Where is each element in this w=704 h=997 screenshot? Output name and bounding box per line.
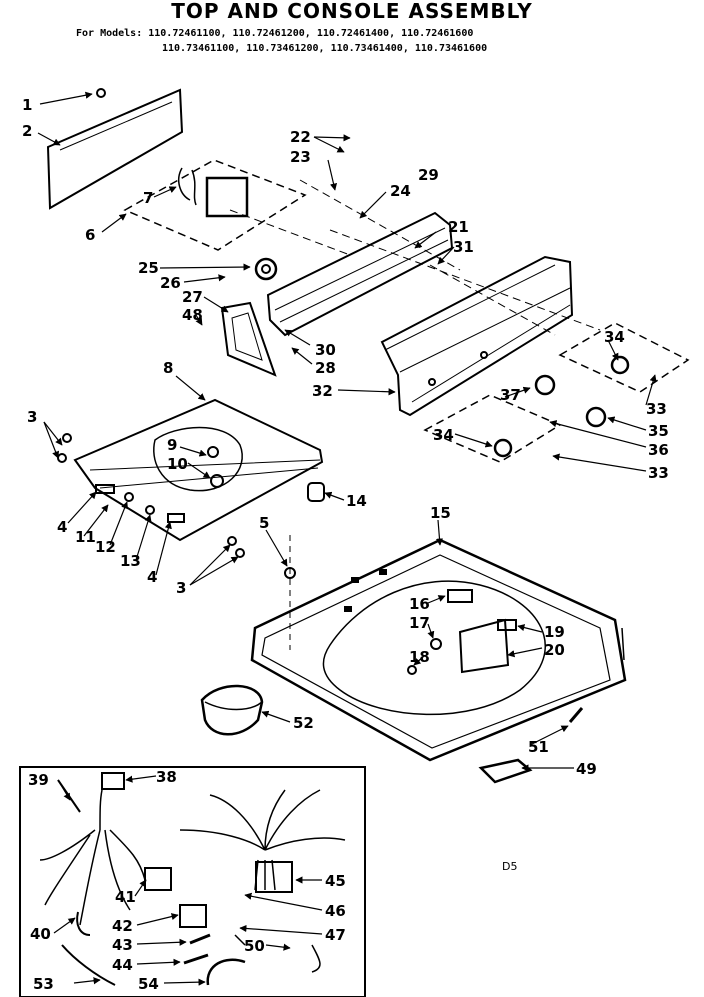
screw-part-51 — [568, 707, 584, 723]
label-34a: 34 — [604, 328, 625, 346]
label-3a: 3 — [27, 408, 37, 426]
label-20: 20 — [544, 641, 565, 659]
knob-dashed-box-upper — [558, 322, 690, 393]
label-50: 50 — [244, 937, 265, 955]
label-17: 17 — [409, 614, 430, 632]
knob-part-34-upper — [610, 355, 630, 375]
label-25: 25 — [138, 259, 159, 277]
label-3b: 3 — [176, 579, 186, 597]
label-43: 43 — [112, 936, 133, 954]
bracket-part-27 — [220, 301, 277, 377]
model-list-line-1: For Models: 110.72461100, 110.72461200, … — [76, 28, 474, 39]
part-41 — [144, 867, 172, 891]
label-30: 30 — [315, 341, 336, 359]
hinge-part-49 — [478, 758, 533, 784]
console-part-32 — [380, 255, 574, 417]
label-9: 9 — [167, 436, 177, 454]
console-back-panel — [46, 88, 184, 210]
label-36: 36 — [648, 441, 669, 459]
label-10: 10 — [167, 455, 188, 473]
console-frame — [266, 211, 454, 337]
screw-part-1 — [96, 88, 106, 98]
label-6: 6 — [85, 226, 95, 244]
label-14: 14 — [346, 492, 367, 510]
label-46: 46 — [325, 902, 346, 920]
label-47: 47 — [325, 926, 346, 944]
label-29: 29 — [418, 166, 439, 184]
label-24: 24 — [390, 182, 411, 200]
label-53: 53 — [33, 975, 54, 993]
bumper-part-14 — [307, 482, 325, 502]
label-42: 42 — [112, 917, 133, 935]
part-19 — [497, 619, 517, 631]
knob-part-25 — [254, 257, 278, 281]
label-1: 1 — [22, 96, 32, 114]
label-15: 15 — [430, 504, 451, 522]
part-42 — [179, 904, 207, 928]
label-18: 18 — [409, 648, 430, 666]
timer-dashed-box — [123, 159, 307, 251]
ring-part-52 — [200, 684, 264, 736]
label-38: 38 — [156, 768, 177, 786]
label-23: 23 — [290, 148, 311, 166]
label-28: 28 — [315, 359, 336, 377]
selector-part-37 — [534, 374, 556, 396]
knob-part-35 — [585, 406, 607, 428]
label-19: 19 — [544, 623, 565, 641]
switch-part-16 — [447, 589, 473, 603]
diagram-title: TOP AND CONSOLE ASSEMBLY — [171, 0, 533, 23]
label-45: 45 — [325, 872, 346, 890]
label-48: 48 — [182, 306, 203, 324]
label-41: 41 — [115, 888, 136, 906]
label-54: 54 — [138, 975, 159, 993]
label-4b: 4 — [147, 568, 157, 586]
label-44: 44 — [112, 956, 133, 974]
label-39: 39 — [28, 771, 49, 789]
label-12: 12 — [95, 538, 116, 556]
label-7: 7 — [143, 189, 153, 207]
lid-switch-part-20 — [458, 618, 510, 674]
figure-code: D5 — [502, 860, 517, 873]
label-52: 52 — [293, 714, 314, 732]
label-8: 8 — [163, 359, 173, 377]
knob-part-34-lower — [493, 438, 513, 458]
label-32: 32 — [312, 382, 333, 400]
label-37: 37 — [500, 386, 521, 404]
label-49: 49 — [576, 760, 597, 778]
label-4a: 4 — [57, 518, 67, 536]
label-2: 2 — [22, 122, 32, 140]
label-11: 11 — [75, 528, 96, 546]
timer-part — [205, 176, 249, 218]
label-34b: 34 — [433, 426, 454, 444]
label-51: 51 — [528, 738, 549, 756]
label-33a: 33 — [646, 400, 667, 418]
wiring-harness-inset — [19, 766, 366, 997]
label-31: 31 — [453, 238, 474, 256]
label-26: 26 — [160, 274, 181, 292]
model-list-line-2: 110.73461100, 110.73461200, 110.73461400… — [162, 43, 488, 54]
label-40: 40 — [30, 925, 51, 943]
label-22: 22 — [290, 128, 311, 146]
label-16: 16 — [409, 595, 430, 613]
label-33b: 33 — [648, 464, 669, 482]
label-5: 5 — [259, 514, 269, 532]
connector-part-38 — [101, 772, 125, 790]
label-21: 21 — [448, 218, 469, 236]
label-13: 13 — [120, 552, 141, 570]
label-35: 35 — [648, 422, 669, 440]
label-27: 27 — [182, 288, 203, 306]
